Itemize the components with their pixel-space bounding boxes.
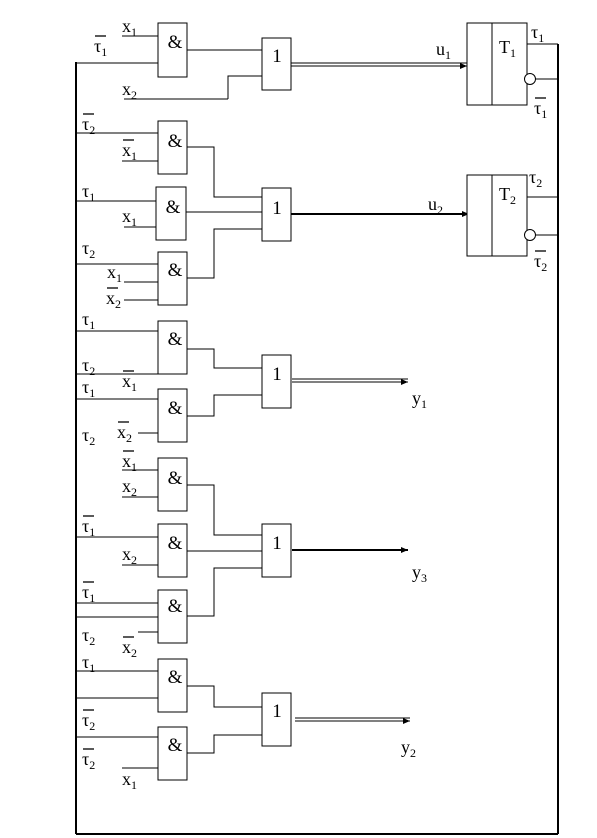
output-buses: [291, 62, 469, 724]
or-symbol: 1: [272, 198, 282, 219]
signal-label: y1: [412, 388, 427, 411]
signal-label: τ1: [82, 516, 95, 539]
signal-label: τ2: [82, 114, 95, 137]
and-symbol: &: [166, 197, 181, 218]
and-gate: &: [157, 320, 188, 375]
bus-frame: [75, 44, 559, 835]
signal-label: τ2: [82, 749, 95, 772]
and-symbol: &: [168, 131, 183, 152]
or-symbol: 1: [272, 533, 282, 554]
and-symbol: &: [168, 596, 183, 617]
signal-label: τ2: [82, 710, 95, 733]
signal-label: x2: [122, 544, 137, 567]
signal-label: τ1: [531, 22, 544, 45]
signal-label: τ1: [82, 582, 95, 605]
signal-label: y3: [412, 562, 427, 585]
or-symbol: 1: [272, 701, 282, 722]
and-symbol: &: [168, 260, 183, 281]
signal-label: x1: [122, 206, 137, 229]
and-gate: &: [157, 523, 188, 578]
or-gate: 1: [261, 37, 292, 91]
signal-label: x2: [122, 476, 137, 499]
and-gate: &: [157, 120, 188, 175]
signal-label: x1: [122, 451, 137, 474]
signal-label: τ2: [82, 238, 95, 261]
and-symbol: &: [168, 533, 183, 554]
signal-label: τ1: [82, 652, 95, 675]
signal-label: τ1: [534, 98, 547, 121]
trigger-t1: T1: [466, 22, 536, 106]
and-symbol: &: [168, 398, 183, 419]
signal-label: x1: [107, 262, 122, 285]
signal-label: x2: [106, 288, 121, 311]
signal-label: τ1: [82, 309, 95, 332]
signal-label: x1: [122, 140, 137, 163]
signal-label: x1: [122, 16, 137, 39]
signal-label: τ2: [82, 425, 95, 448]
signal-label: τ2: [82, 625, 95, 648]
and-symbol: &: [168, 735, 183, 756]
and-symbol: &: [168, 468, 183, 489]
trigger-t2: T2: [466, 174, 536, 257]
signal-label: τ1: [94, 36, 107, 59]
and-gate: &: [157, 658, 188, 713]
and-gate: &: [157, 457, 188, 512]
and-gate: &: [155, 186, 187, 241]
signal-label: u2: [428, 194, 443, 217]
and-gate: &: [157, 22, 188, 78]
or-gate: 1: [261, 354, 292, 409]
signal-label: τ2: [534, 251, 547, 274]
signal-label: u1: [436, 39, 451, 62]
or-symbol: 1: [272, 364, 282, 385]
signal-label: τ1: [82, 181, 95, 204]
signal-label: τ2: [82, 355, 95, 378]
signal-label: x1: [122, 769, 137, 792]
or-gate: 1: [261, 187, 292, 242]
wires: [76, 35, 558, 769]
and-symbol: &: [168, 32, 183, 53]
and-gate: &: [157, 388, 188, 443]
signal-label: τ2: [529, 167, 542, 190]
signal-label: τ1: [82, 377, 95, 400]
inverted-output-bubble: [524, 73, 536, 85]
signal-label: x1: [122, 371, 137, 394]
and-gate: &: [157, 589, 188, 644]
signal-label: x2: [117, 422, 132, 445]
and-gate: &: [157, 251, 188, 306]
signal-label: x2: [122, 637, 137, 660]
and-symbol: &: [168, 667, 183, 688]
or-gate: 1: [261, 692, 292, 747]
and-gate: &: [157, 726, 188, 781]
trigger-label: T1: [499, 37, 516, 60]
signal-label: x2: [122, 79, 137, 102]
or-symbol: 1: [272, 46, 282, 67]
inverted-output-bubble: [524, 229, 536, 241]
or-gate: 1: [261, 523, 292, 578]
trigger-label: T2: [499, 184, 516, 207]
and-symbol: &: [168, 329, 183, 350]
signal-label: y2: [401, 737, 416, 760]
